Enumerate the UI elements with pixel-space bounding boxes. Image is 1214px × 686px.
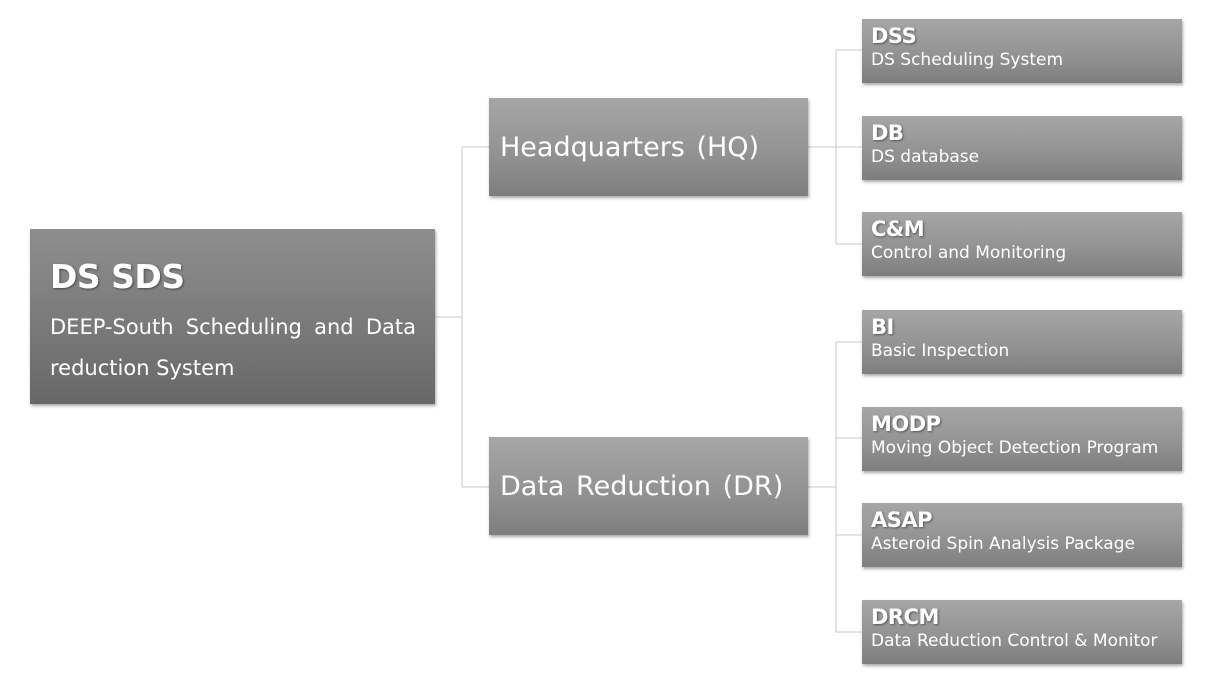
leaf-node-cm: C&M Control and Monitoring <box>862 212 1182 276</box>
leaf-description: Basic Inspection <box>871 341 1010 361</box>
leaf-code: MODP <box>871 412 941 436</box>
branch-node-dr: Data Reduction (DR) <box>489 437 808 535</box>
leaf-node-db: DB DS database <box>862 116 1182 180</box>
leaf-node-asap: ASAP Asteroid Spin Analysis Package <box>862 503 1182 567</box>
root-description: DEEP-South Scheduling and Data reduction… <box>50 315 416 380</box>
leaf-node-drcm: DRCM Data Reduction Control & Monitor <box>862 600 1182 664</box>
connector-root-to-branches <box>435 146 489 488</box>
connector-dr-to-children <box>808 341 862 633</box>
root-node: DS SDS DEEP-South Scheduling and Data re… <box>30 229 435 404</box>
leaf-description: Moving Object Detection Program <box>871 438 1159 458</box>
leaf-description: DS Scheduling System <box>871 50 1064 70</box>
branch-label: Data Reduction (DR) <box>500 470 784 502</box>
leaf-code: C&M <box>871 217 925 241</box>
leaf-node-modp: MODP Moving Object Detection Program <box>862 407 1182 471</box>
leaf-code: DRCM <box>871 605 939 629</box>
leaf-code: BI <box>871 315 894 339</box>
leaf-code: DSS <box>871 24 917 48</box>
leaf-description: Data Reduction Control & Monitor <box>871 631 1158 651</box>
leaf-description: DS database <box>871 147 980 167</box>
branch-label: Headquarters (HQ) <box>500 131 760 163</box>
root-title: DS SDS <box>50 257 185 296</box>
leaf-code: DB <box>871 121 904 145</box>
leaf-node-dss: DSS DS Scheduling System <box>862 19 1182 83</box>
leaf-description: Asteroid Spin Analysis Package <box>871 534 1135 554</box>
leaf-description: Control and Monitoring <box>871 243 1067 263</box>
leaf-node-bi: BI Basic Inspection <box>862 310 1182 374</box>
branch-node-hq: Headquarters (HQ) <box>489 98 808 196</box>
connector-hq-to-children <box>808 49 862 245</box>
leaf-code: ASAP <box>871 508 933 532</box>
